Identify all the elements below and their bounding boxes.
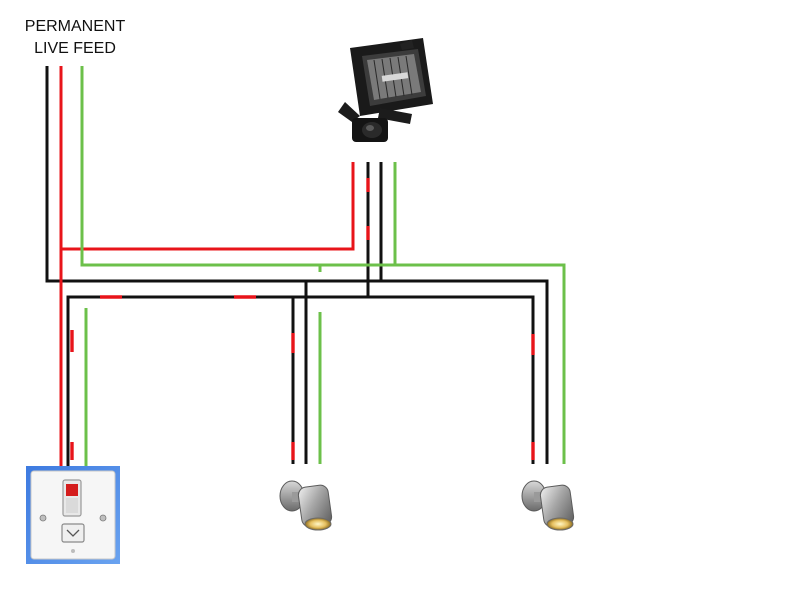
wall-spotlight-icon — [279, 480, 333, 531]
feed-label-line1: PERMANENT — [24, 18, 126, 35]
live-to-floodlight-wire — [61, 162, 355, 251]
live-sleeve-markers — [70, 178, 535, 460]
feed-label-line2: LIVE FEED — [34, 40, 116, 57]
live-wires — [59, 66, 355, 466]
pir-floodlight-icon — [328, 28, 440, 152]
permanent-live-feed-label: PERMANENT LIVE FEED — [10, 16, 140, 60]
earth-wires — [80, 66, 566, 466]
neutral-spur-wire — [66, 295, 535, 466]
wall-spotlight-icon — [521, 480, 575, 531]
neutral-feed-wire — [45, 66, 549, 464]
earth-feed-wire — [80, 66, 566, 464]
fused-spur-switch-icon — [26, 466, 120, 564]
